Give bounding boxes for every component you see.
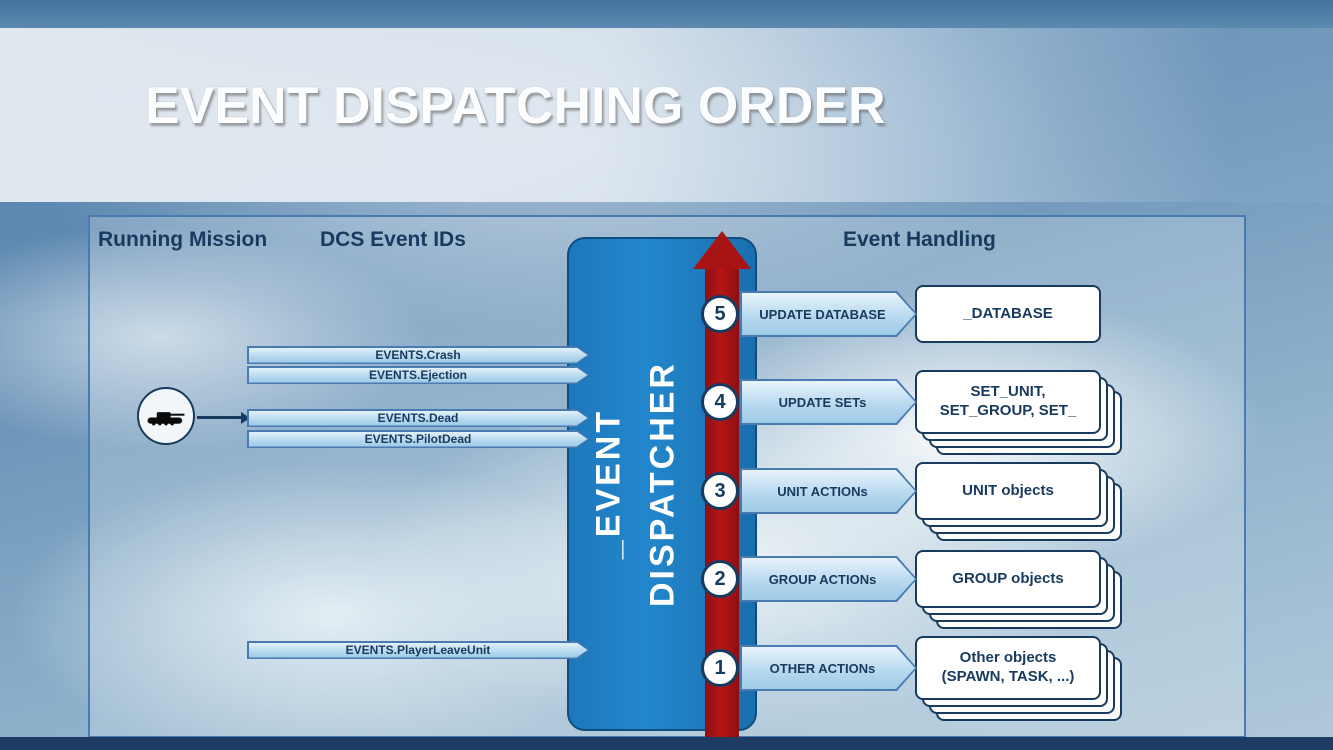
- step-number-badge: 4: [701, 383, 739, 421]
- event-id-label: EVENTS.PilotDead: [249, 432, 588, 447]
- action-arrow: UPDATE DATABASE: [740, 291, 917, 337]
- handler-label-line-1: Other objects: [959, 649, 1057, 667]
- step-number-badge: 1: [701, 649, 739, 687]
- handler-label-line-1: UNIT objects: [962, 481, 1054, 499]
- action-label: UNIT ACTIONs: [742, 470, 915, 512]
- event-id-label: EVENTS.PlayerLeaveUnit: [249, 643, 588, 658]
- dispatcher-line-2: DISPATCHER: [643, 361, 682, 607]
- action-arrow: UNIT ACTIONs: [740, 468, 917, 514]
- column-header-running-mission: Running Mission: [98, 228, 268, 251]
- action-arrow: UPDATE SETs: [740, 379, 917, 425]
- unit-badge: [137, 387, 195, 445]
- event-id-arrow: EVENTS.Crash: [247, 346, 589, 364]
- action-label: UPDATE DATABASE: [742, 293, 915, 335]
- diagram-panel: Running Mission DCS Event IDs Event Hand…: [88, 215, 1246, 739]
- handler-label-line-2: SET_GROUP, SET_: [939, 402, 1077, 419]
- event-id-arrow: EVENTS.Dead: [247, 409, 589, 427]
- event-id-label: EVENTS.Ejection: [249, 368, 588, 383]
- handler-label-line-2: (SPAWN, TASK, ...): [941, 668, 1075, 685]
- event-id-label: EVENTS.Dead: [249, 411, 588, 426]
- handler-box: _DATABASE: [915, 285, 1101, 343]
- action-label: UPDATE SETs: [742, 381, 915, 423]
- step-number-badge: 5: [701, 295, 739, 333]
- footer-bar: [0, 737, 1333, 750]
- dispatch-order-arrow-head: [693, 231, 751, 269]
- event-id-arrow: EVENTS.PilotDead: [247, 430, 589, 448]
- event-id-arrow: EVENTS.PlayerLeaveUnit: [247, 641, 589, 659]
- handler-box: Other objects (SPAWN, TASK, ...): [915, 636, 1101, 700]
- column-header-dcs-event-ids: DCS Event IDs: [320, 228, 466, 251]
- action-arrow: OTHER ACTIONs: [740, 645, 917, 691]
- handler-label-line-1: GROUP objects: [952, 569, 1064, 587]
- action-label: GROUP ACTIONs: [742, 558, 915, 600]
- event-id-arrow: EVENTS.Ejection: [247, 366, 589, 384]
- handler-box: GROUP objects: [915, 550, 1101, 608]
- top-sky-strip: [0, 0, 1333, 28]
- action-arrow: GROUP ACTIONs: [740, 556, 917, 602]
- step-number-badge: 2: [701, 560, 739, 598]
- tank-icon: [147, 412, 185, 426]
- dispatcher-line-1: _EVENT: [589, 408, 628, 560]
- unit-to-events-arrow: [197, 411, 250, 424]
- title-band: [0, 28, 1333, 202]
- slide-title: EVENT DISPATCHING ORDER: [145, 77, 886, 135]
- event-id-label: EVENTS.Crash: [249, 348, 588, 363]
- action-label: OTHER ACTIONs: [742, 647, 915, 689]
- step-number-badge: 3: [701, 472, 739, 510]
- event-dispatcher-label: _EVENT DISPATCHER: [582, 361, 691, 607]
- handler-label-line-1: SET_UNIT,: [970, 383, 1046, 401]
- column-header-event-handling: Event Handling: [843, 228, 996, 251]
- handler-label-line-1: _DATABASE: [963, 304, 1053, 322]
- handler-box: UNIT objects: [915, 462, 1101, 520]
- handler-box: SET_UNIT, SET_GROUP, SET_: [915, 370, 1101, 434]
